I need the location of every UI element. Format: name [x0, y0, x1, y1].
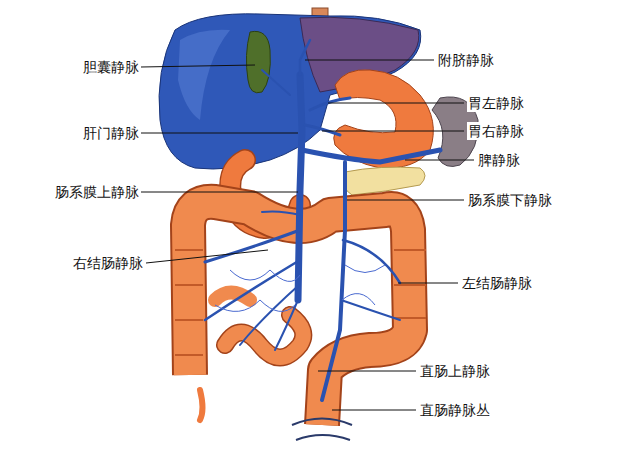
vein-label: 肠系膜上静脉 — [54, 183, 140, 201]
vein-label: 胃右静脉 — [467, 122, 525, 140]
vein-label: 右结肠静脉 — [72, 254, 144, 272]
vein-label: 脾静脉 — [477, 151, 521, 169]
vein-label: 直肠静脉丛 — [419, 401, 491, 419]
vein-label: 直肠上静脉 — [419, 362, 491, 380]
vein-label: 胃左静脉 — [467, 94, 525, 112]
vein-label: 肠系膜下静脉 — [467, 191, 553, 209]
vein-label: 胆囊静脉 — [82, 58, 140, 76]
vein-label: 左结肠静脉 — [461, 274, 533, 292]
vein-label: 肝门静脉 — [82, 124, 140, 142]
vein-label: 附脐静脉 — [437, 51, 495, 69]
